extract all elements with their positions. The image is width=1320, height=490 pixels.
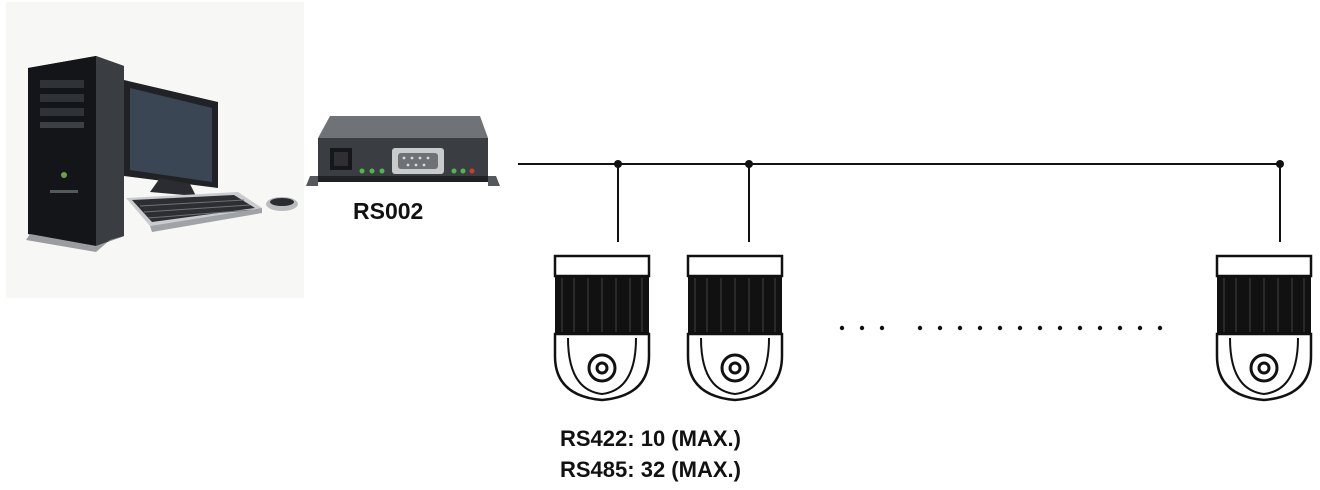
dome-camera-icon-3 <box>1215 254 1313 402</box>
rs422-limit-label: RS422: 10 (MAX.) <box>560 426 741 451</box>
converter-device-icon <box>306 116 500 186</box>
computer-illustration <box>6 2 304 298</box>
mouse-icon <box>266 197 298 211</box>
rs485-limit-label: RS485: 32 (MAX.) <box>560 457 741 482</box>
monitor-icon <box>124 80 218 196</box>
keyboard-icon <box>126 192 262 232</box>
dome-camera-icon-1 <box>553 254 651 402</box>
bus-wiring <box>518 163 1282 242</box>
ellipsis-dots <box>839 325 1163 331</box>
junction-dot-1 <box>614 160 622 168</box>
pc-tower-icon <box>26 56 124 252</box>
bus-junction-dots <box>614 160 1284 168</box>
converter-label: RS002 <box>353 198 424 224</box>
junction-dot-2 <box>745 160 753 168</box>
dome-camera-icon-2 <box>686 254 784 402</box>
junction-dot-3 <box>1276 160 1284 168</box>
